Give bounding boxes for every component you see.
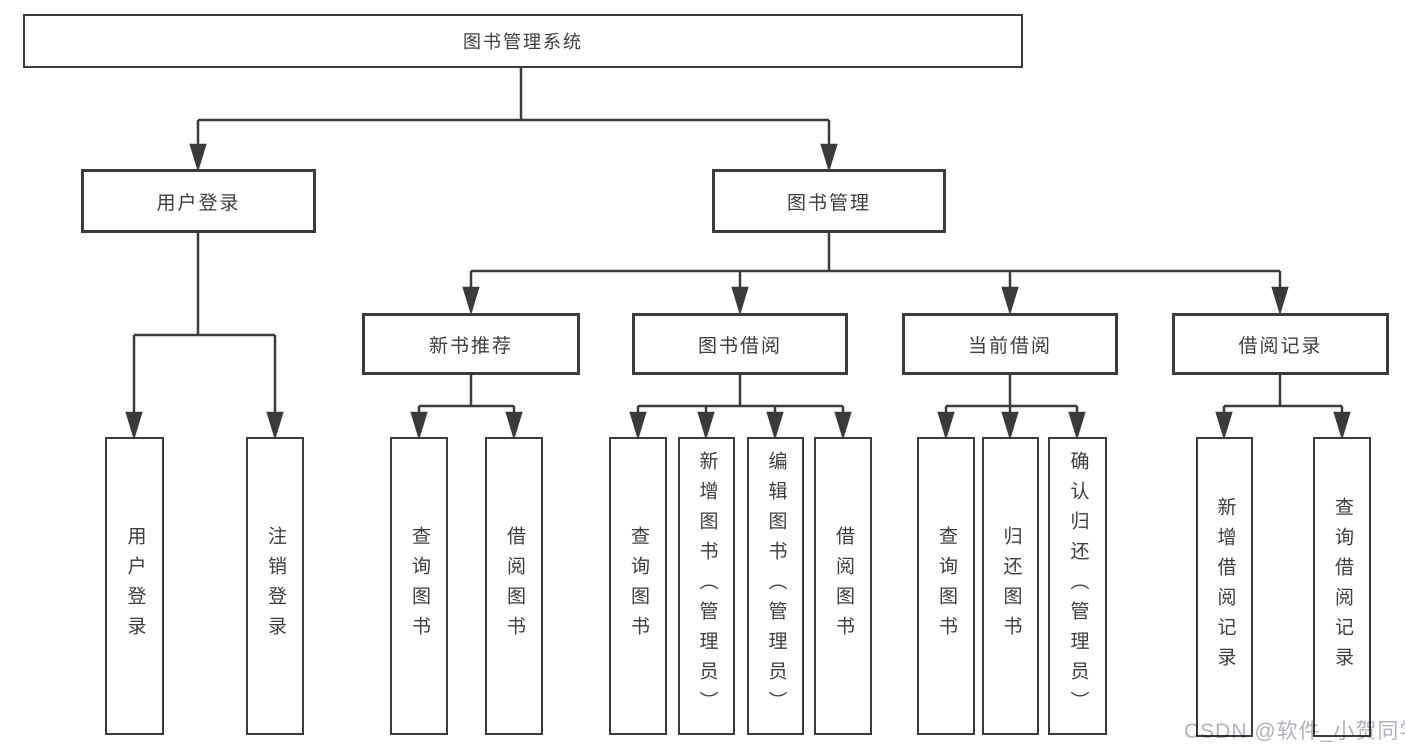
node-book-management: 图书管理 [712,169,946,233]
leaf-edit-books-admin: 编辑图书（管理员） [747,437,804,735]
csdn-watermark: CSDN @软件_小贺同学 [1184,720,1405,743]
arrow-head [834,411,852,441]
arrow-head [697,411,715,441]
arrow-head [629,411,647,441]
arrow-head [1215,411,1233,441]
node-label: 新增借阅记录 [1214,497,1236,677]
node-label: 确认归还（管理员） [1067,451,1089,721]
leaf-return-books: 归还图书 [982,437,1039,735]
connector-current-borrow-children [937,375,1086,441]
arrow-head [125,411,143,441]
leaf-logout: 注销登录 [246,437,304,735]
node-label: 图书管理系统 [463,32,583,52]
arrow-head [1001,411,1019,441]
node-label: 借阅图书 [503,526,525,646]
arrow-head [1271,286,1289,316]
leaf-query-borrow-record: 查询借阅记录 [1313,437,1371,737]
leaf-user-login: 用户登录 [105,437,164,735]
leaf-query-books-recommend: 查询图书 [390,437,448,735]
arrow-head [1001,286,1019,316]
arrow-head [266,411,284,441]
leaf-confirm-return-admin: 确认归还（管理员） [1048,437,1107,735]
connector-user-login-children [125,233,284,441]
leaf-add-borrow-record: 新增借阅记录 [1196,437,1253,737]
arrow-head [1333,411,1351,441]
node-label: 新增图书（管理员） [696,451,718,721]
arrow-head [1068,411,1086,441]
node-label: 借阅图书 [832,526,854,646]
arrow-head [937,411,955,441]
node-borrow-records: 借阅记录 [1172,313,1389,375]
node-label: 查询图书 [408,526,430,646]
node-library-system: 图书管理系统 [23,14,1023,68]
node-label: 归还图书 [1000,526,1022,646]
arrow-head [189,143,207,173]
arrow-head [820,143,838,173]
node-new-book-recommend: 新书推荐 [362,313,580,375]
node-label: 用户登录 [156,192,241,214]
leaf-borrow-books-recommend: 借阅图书 [485,437,543,735]
node-user-login: 用户登录 [81,169,316,233]
node-label: 注销登录 [264,526,286,646]
node-label: 图书借阅 [697,335,782,357]
connector-book-borrow-children [629,375,852,441]
connector-borrow-records-children [1215,375,1351,441]
node-label: 借阅记录 [1238,335,1323,357]
leaf-add-books-admin: 新增图书（管理员） [678,437,735,735]
arrow-head [505,411,523,441]
arrow-head [462,286,480,316]
leaf-query-books-current: 查询图书 [917,437,975,735]
node-label: 用户登录 [124,526,146,646]
arrow-head [731,286,749,316]
node-label: 新书推荐 [428,335,513,357]
node-label: 编辑图书（管理员） [765,451,787,721]
connector-new-book-children [410,375,523,441]
leaf-query-books: 查询图书 [609,437,667,735]
connector-book-mgmt-to-level3 [462,233,1289,316]
arrow-head [410,411,428,441]
node-label: 查询图书 [627,526,649,646]
node-label: 查询借阅记录 [1331,497,1353,677]
node-label: 当前借阅 [967,335,1052,357]
arrow-head [766,411,784,441]
connector-root-to-level2 [189,68,838,173]
node-book-borrow: 图书借阅 [632,313,848,375]
node-current-borrow: 当前借阅 [902,313,1118,375]
leaf-borrow-books: 借阅图书 [814,437,872,735]
node-label: 查询图书 [935,526,957,646]
node-label: 图书管理 [786,192,871,214]
